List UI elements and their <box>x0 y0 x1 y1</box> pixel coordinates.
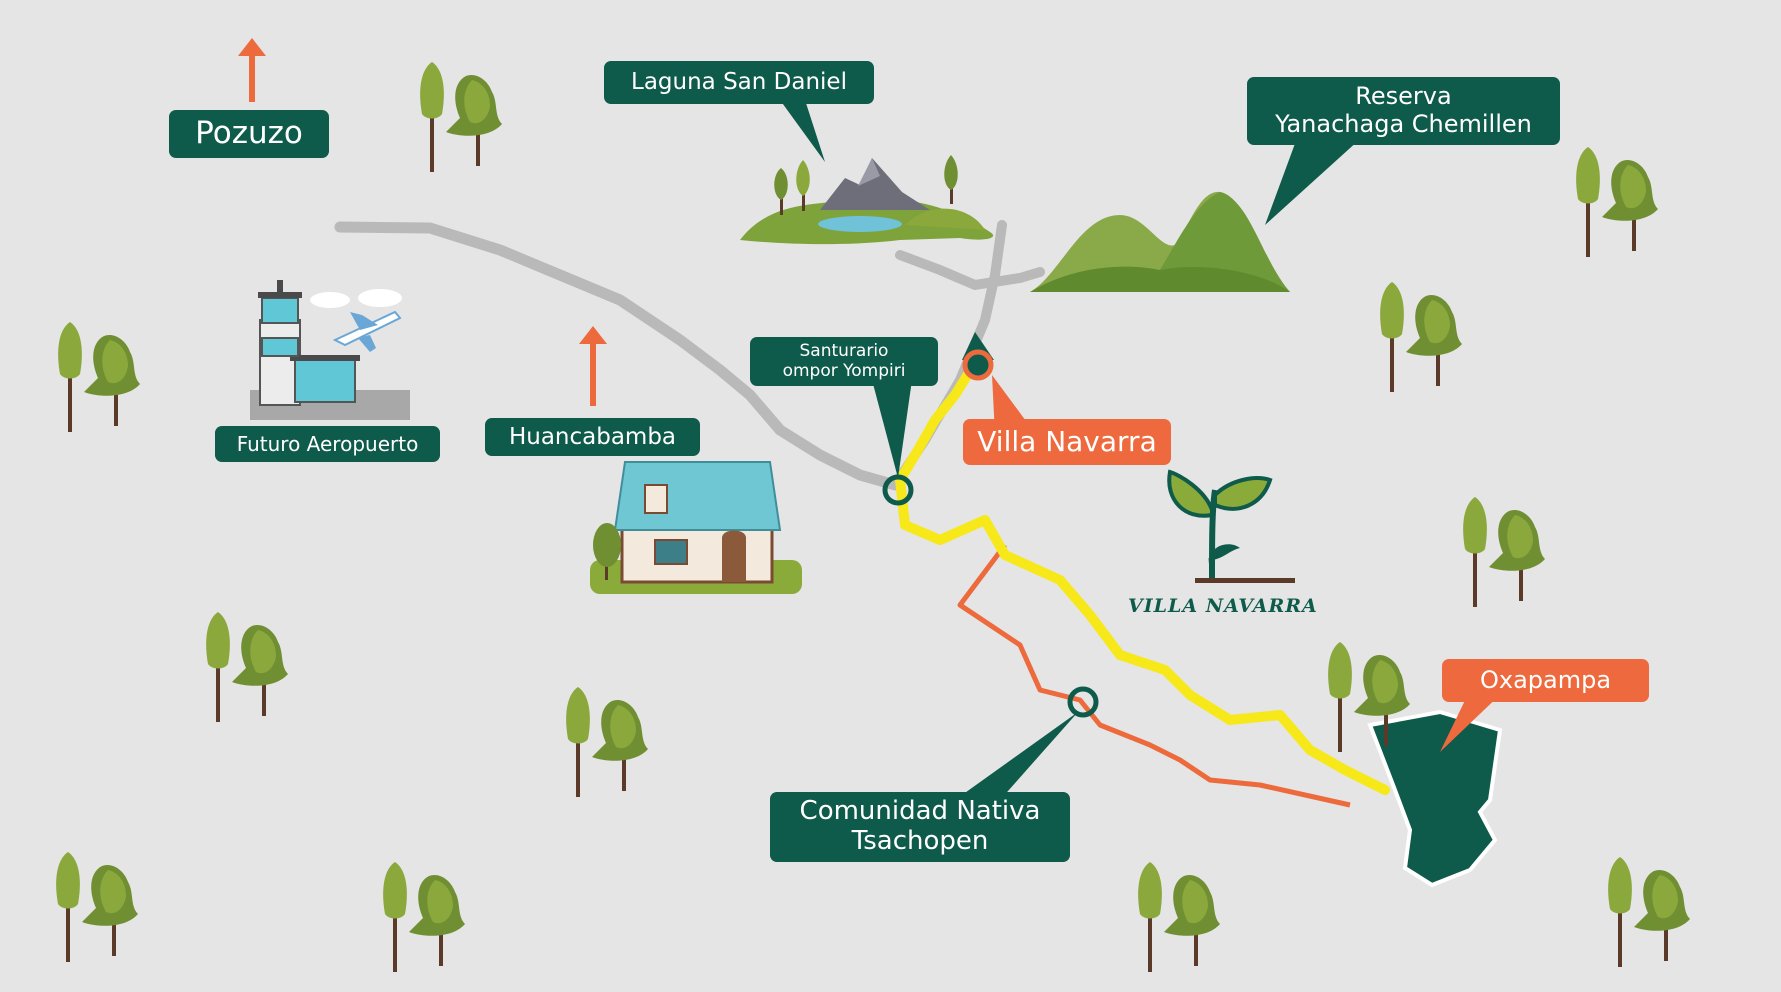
comunidad-label-line1: Comunidad Nativa <box>799 796 1041 827</box>
tree-icon <box>1576 147 1658 257</box>
laguna-san-daniel-label[interactable]: Laguna San Daniel <box>604 61 874 104</box>
north-arrow-icon <box>579 326 607 406</box>
green-hills-icon <box>1030 191 1290 292</box>
tree-icon <box>1463 497 1545 607</box>
villa-navarra-marker[interactable] <box>962 349 994 381</box>
santuario-label-line2: ompor Yompiri <box>782 360 906 381</box>
villa-navarra-brand: VILLA NAVARRA <box>1128 595 1318 617</box>
huancabamba-label[interactable]: Huancabamba <box>485 418 700 456</box>
tree-icon <box>1380 282 1462 392</box>
tree-icon <box>1608 857 1690 967</box>
gray-road <box>334 221 901 491</box>
tree-icon <box>56 852 138 962</box>
gray-road-branch-east <box>895 250 1045 291</box>
oxapampa-region <box>1367 709 1503 888</box>
airplane-icon <box>332 310 402 352</box>
villa-navarra-label[interactable]: Villa Navarra <box>963 419 1171 465</box>
tree-icon <box>566 687 648 797</box>
north-arrow-icon <box>238 38 266 102</box>
tree-icon <box>383 862 465 972</box>
tree-icon <box>58 322 140 432</box>
santuario-label-line1: Santurario <box>799 340 889 361</box>
pozuzo-label[interactable]: Pozuzo <box>169 110 329 158</box>
sprout-logo-icon <box>1167 469 1295 583</box>
santuario-label[interactable]: Santurario ompor Yompiri <box>750 337 938 386</box>
tree-icon <box>420 62 502 172</box>
futuro-aeropuerto-label[interactable]: Futuro Aeropuerto <box>215 426 440 462</box>
tree-icon <box>206 612 288 722</box>
reserva-label[interactable]: Reserva Yanachaga Chemillen <box>1247 77 1560 145</box>
tree-icon <box>1138 862 1220 972</box>
comunidad-nativa-label[interactable]: Comunidad Nativa Tsachopen <box>770 792 1070 862</box>
oxapampa-label[interactable]: Oxapampa <box>1442 659 1649 702</box>
reserva-label-line2: Yanachaga Chemillen <box>1275 110 1532 138</box>
orange-route <box>957 543 1351 808</box>
comunidad-marker[interactable] <box>1067 686 1099 718</box>
control-tower-icon <box>250 280 410 420</box>
lake-mountain-icon <box>740 155 994 245</box>
comunidad-label-line2: Tsachopen <box>851 826 989 856</box>
yellow-route <box>895 353 1390 795</box>
house-icon <box>590 461 802 594</box>
reserva-label-line1: Reserva <box>1355 82 1452 111</box>
